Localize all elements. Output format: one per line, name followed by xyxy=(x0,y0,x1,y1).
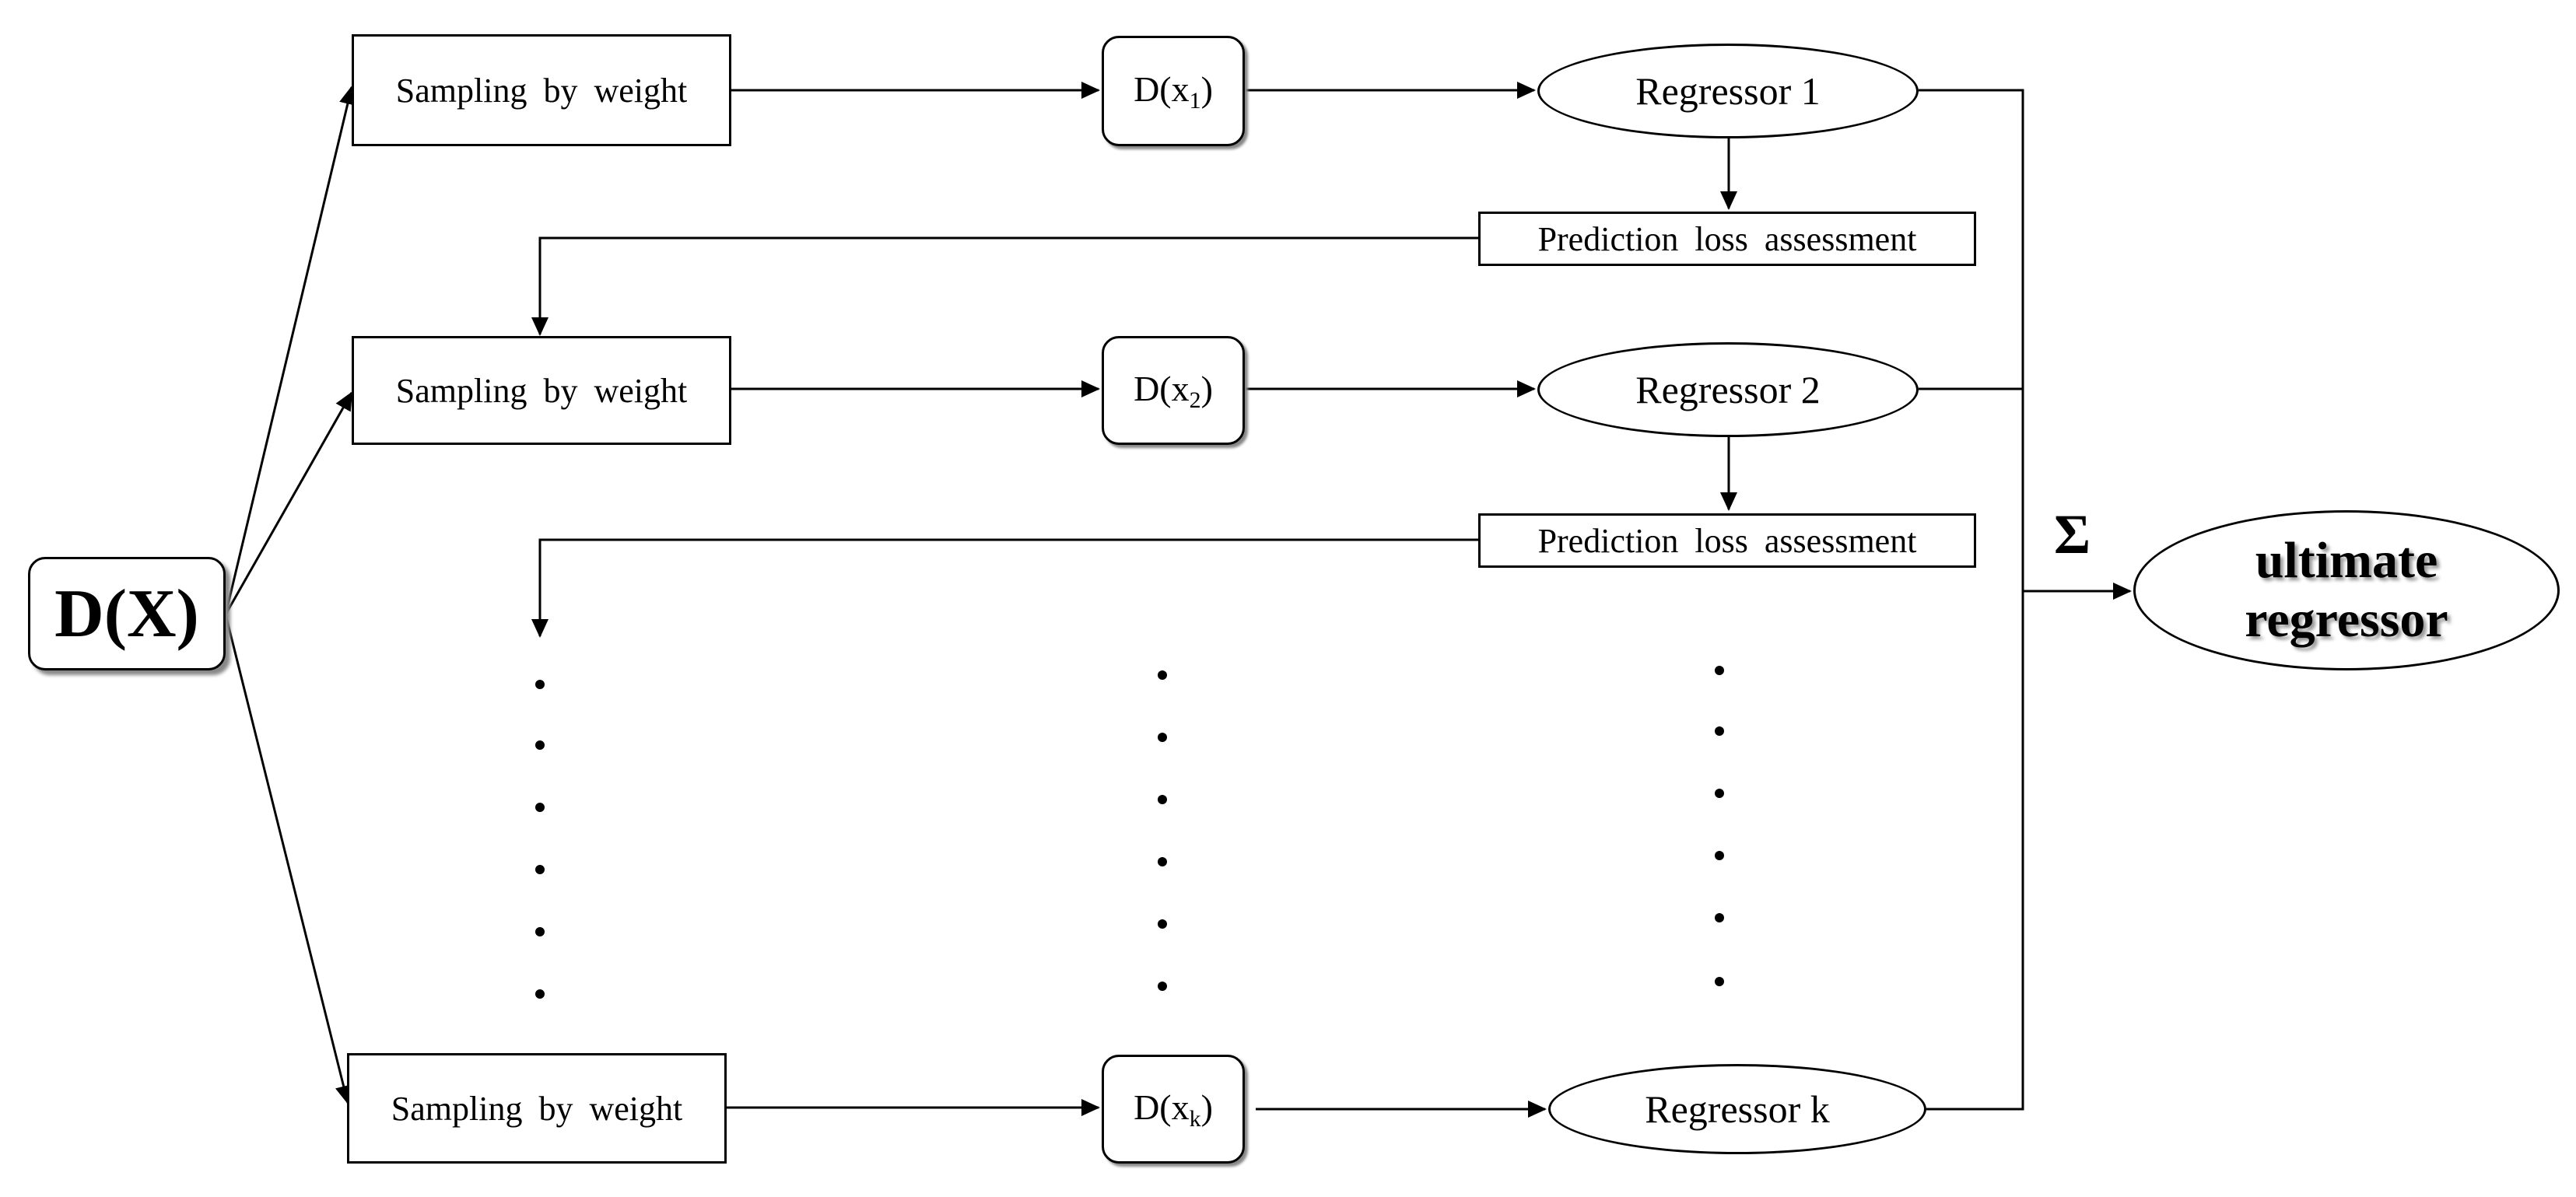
regressor-label-k: Regressor k xyxy=(1645,1087,1830,1131)
aggregation-line-1 xyxy=(1919,89,2024,1111)
sampling-box-1: Sampling by weight xyxy=(352,34,731,146)
ultimate-regressor-node: ultimate regressor xyxy=(2133,510,2560,670)
loss-assessment-box-1: Prediction loss assessment xyxy=(1478,212,1976,266)
aggregation-sigma-symbol: Σ xyxy=(2054,503,2091,565)
regressor-node-1: Regressor 1 xyxy=(1537,44,1919,138)
subset-label-k: D(xk) xyxy=(1134,1087,1213,1132)
ultimate-regressor-line-1: ultimate xyxy=(2255,532,2438,590)
loss-assessment-label-1: Prediction loss assessment xyxy=(1537,219,1917,258)
ultimate-regressor-line-2: regressor xyxy=(2245,591,2448,648)
loss-assessment-label-2: Prediction loss assessment xyxy=(1537,521,1917,560)
loss-feedback-arrow-1 xyxy=(531,236,1478,336)
subset-label-2: D(x2) xyxy=(1134,368,1213,413)
continuation-dots-subset xyxy=(1158,670,1167,991)
fanout-arrow-1 xyxy=(224,86,356,615)
dataset-node: D(X) xyxy=(28,557,226,670)
fanout-arrow-k xyxy=(224,614,352,1104)
loss-assessment-box-2: Prediction loss assessment xyxy=(1478,513,1976,568)
subset-node-k: D(xk) xyxy=(1102,1055,1245,1164)
regressor-node-k: Regressor k xyxy=(1548,1064,1926,1154)
sampling-label-k: Sampling by weight xyxy=(391,1089,683,1128)
sampling-label-2: Sampling by weight xyxy=(395,371,688,410)
dataset-label: D(X) xyxy=(54,576,199,652)
regressor-label-2: Regressor 2 xyxy=(1635,368,1821,411)
loss-feedback-arrow-2 xyxy=(531,538,1478,638)
subset-node-2: D(x2) xyxy=(1102,336,1245,445)
sampling-label-1: Sampling by weight xyxy=(395,71,688,110)
sampling-box-k: Sampling by weight xyxy=(347,1053,727,1164)
continuation-dots-regressor xyxy=(1715,666,1724,986)
regressor-node-2: Regressor 2 xyxy=(1537,342,1919,437)
subset-label-1: D(x1) xyxy=(1134,68,1213,114)
continuation-dots-sampling xyxy=(535,680,545,999)
fanout-arrow-2 xyxy=(224,391,353,615)
subset-node-1: D(x1) xyxy=(1102,36,1245,146)
regressor-label-1: Regressor 1 xyxy=(1635,69,1821,113)
sampling-box-2: Sampling by weight xyxy=(352,336,731,445)
